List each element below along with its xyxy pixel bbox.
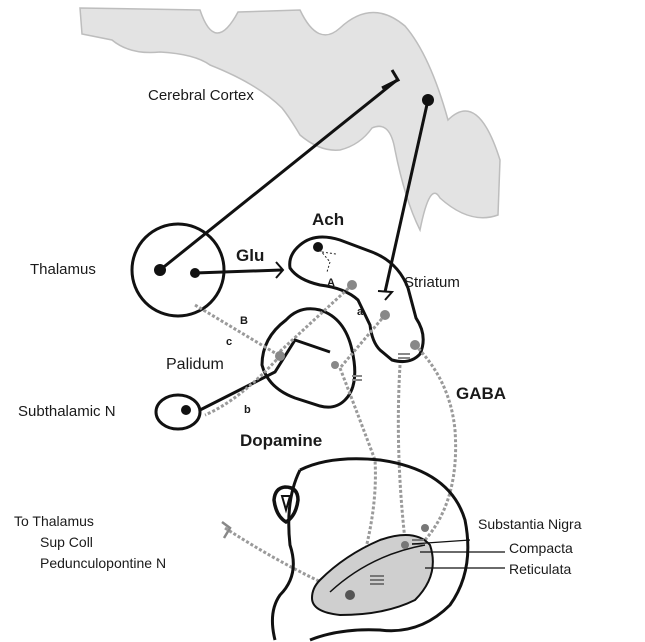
subthalamic-neuron [181, 405, 191, 415]
striatal-neuron-1 [347, 280, 357, 290]
thalamus-outline [132, 224, 224, 316]
label-thalamus: Thalamus [30, 262, 96, 277]
label-palidum: Palidum [166, 357, 224, 373]
corticostriatal-terminal [378, 291, 392, 300]
label-gaba: GABA [456, 385, 506, 402]
label-path-B: B [240, 316, 248, 327]
nigral-neuron-1 [345, 590, 355, 600]
label-subthalamic: Subthalamic N [18, 404, 116, 419]
striatal-neuron-3 [410, 340, 420, 350]
ach-dendrites [320, 250, 336, 272]
label-dopamine: Dopamine [240, 432, 322, 449]
label-path-c: c [226, 337, 232, 348]
label-path-A: A [327, 278, 335, 289]
label-compacta: Compacta [509, 541, 573, 555]
cerebral-cortex-shape [80, 8, 500, 230]
label-substantia-nigra: Substantia Nigra [478, 517, 582, 531]
striatal-neuron-2 [380, 310, 390, 320]
label-striatum: Striatum [404, 275, 460, 290]
label-ach: Ach [312, 211, 344, 228]
corticothalamic-axon [160, 80, 397, 270]
label-path-b: b [244, 405, 251, 416]
pallidal-neuron-2 [331, 361, 339, 369]
striatum-outline [290, 237, 423, 362]
cortical-neuron [422, 94, 434, 106]
thalamus-neuron [154, 264, 166, 276]
label-to-thalamus: To Thalamus [14, 514, 94, 528]
pallidal-neuron [275, 351, 285, 361]
ventricle-symbol [274, 487, 298, 522]
label-path-a: a [357, 307, 363, 318]
label-reticulata: Reticulata [509, 562, 571, 576]
nigral-neuron-2 [401, 541, 409, 549]
subthalamic-outline [156, 395, 200, 429]
nigral-neuron-3 [421, 524, 429, 532]
ach-interneuron [313, 242, 323, 252]
label-cerebral-cortex: Cerebral Cortex [148, 88, 254, 103]
label-glu: Glu [236, 247, 264, 264]
glu-axon [195, 270, 282, 273]
label-pedunculopontine: Pedunculopontine N [40, 556, 166, 570]
label-sup-coll: Sup Coll [40, 535, 93, 549]
